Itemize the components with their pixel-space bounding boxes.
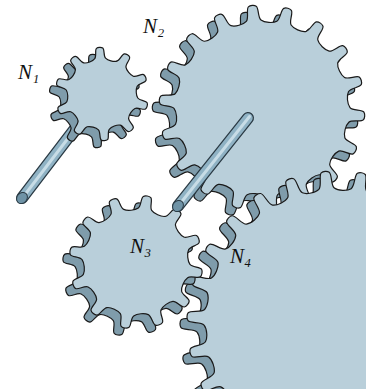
shaft-n2-n3	[170, 117, 249, 214]
gear-n3	[63, 196, 202, 335]
gear-label: N₂	[143, 16, 164, 37]
gear-n4	[180, 171, 366, 389]
gear-label: N₃	[130, 236, 151, 257]
gear-label: N₁	[18, 62, 39, 83]
gear-label: N₄	[230, 246, 251, 267]
gear-n1	[50, 47, 148, 147]
